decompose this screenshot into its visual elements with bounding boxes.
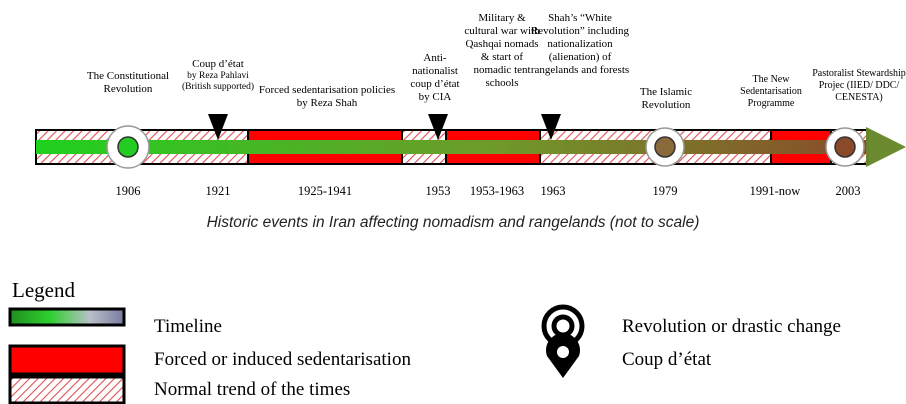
legend-normal-swatch bbox=[8, 375, 126, 404]
event-label-2003: Pastoralist Stewardship Projec (IIED/ DD… bbox=[812, 68, 906, 103]
event-label-1963: Shah’s “White Revolution” including nati… bbox=[530, 12, 630, 76]
event-label-1921: Coup d’état by Reza Pahlavi (British sup… bbox=[172, 58, 264, 93]
legend-revolution-label: Revolution or drastic change bbox=[622, 316, 841, 337]
legend-coup-label: Coup d’état bbox=[622, 349, 712, 370]
year-label-1953-1963: 1953-1963 bbox=[469, 184, 525, 198]
event-label-1979: The Islamic Revolution bbox=[639, 86, 693, 111]
coup-marker-1921 bbox=[208, 114, 228, 140]
coup-marker-1953 bbox=[428, 114, 448, 140]
year-label-1906: 1906 bbox=[115, 184, 141, 198]
year-label-1979: 1979 bbox=[652, 184, 678, 198]
legend-timeline-label: Timeline bbox=[154, 316, 222, 337]
year-label-2003: 2003 bbox=[835, 184, 861, 198]
event-label-1921-title: Coup d’état bbox=[192, 58, 244, 70]
timeline-line bbox=[36, 140, 868, 154]
event-label-1906: The Constitutional Revolution bbox=[86, 70, 170, 95]
year-label-1925: 1925-1941 bbox=[297, 184, 353, 198]
revolution-marker-1906 bbox=[106, 125, 150, 169]
legend-coup-icon bbox=[546, 333, 580, 378]
event-label-1991: The New Sedentarisation Programme bbox=[740, 74, 802, 109]
legend-forced-swatch bbox=[8, 344, 126, 376]
year-label-1963: 1963 bbox=[540, 184, 566, 198]
legend-normal-label: Normal trend of the times bbox=[154, 379, 351, 400]
year-label-1991: 1991-now bbox=[749, 184, 801, 198]
legend-forced-label: Forced or induced sedentarisation bbox=[154, 349, 411, 370]
diagram-caption: Historic events in Iran affecting nomadi… bbox=[206, 214, 700, 231]
event-label-1953-coup: Anti-nationalist coup d’état by CIA bbox=[410, 52, 460, 103]
event-label-1925: Forced sedentarisation policies by Reza … bbox=[258, 84, 396, 109]
legend-title: Legend bbox=[12, 278, 75, 302]
coup-marker-1963 bbox=[541, 114, 561, 140]
revolution-marker-1979 bbox=[645, 127, 685, 167]
revolution-marker-2003 bbox=[825, 127, 865, 167]
year-label-1921: 1921 bbox=[205, 184, 231, 198]
timeline-arrow-head bbox=[866, 127, 906, 167]
legend-timeline-swatch bbox=[8, 307, 126, 327]
event-label-1953-war: Military & cultural war with Qashqai nom… bbox=[464, 12, 540, 89]
event-label-1921-sub: by Reza Pahlavi (British supported) bbox=[181, 71, 255, 92]
year-label-1953: 1953 bbox=[425, 184, 451, 198]
